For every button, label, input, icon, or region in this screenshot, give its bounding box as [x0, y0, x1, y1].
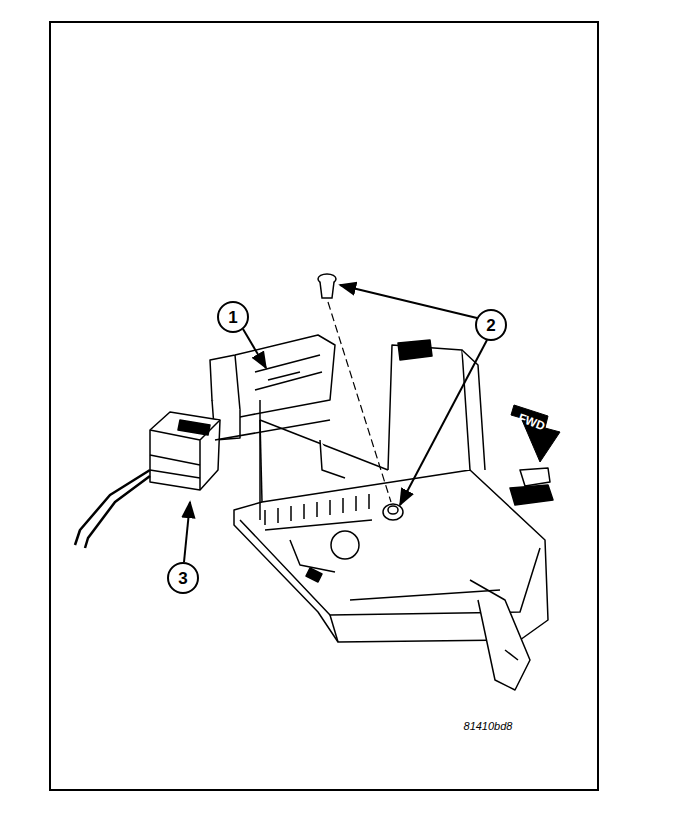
bracket-drawing	[210, 335, 335, 520]
forward-arrow	[511, 405, 560, 462]
callout-circle	[168, 563, 198, 593]
screw-drawing	[318, 274, 403, 520]
leader-line	[184, 285, 487, 562]
callout-circle	[218, 302, 248, 332]
callout-number: 1	[228, 309, 237, 326]
figure-id: 81410bd8	[464, 721, 513, 732]
callout-number: 3	[178, 570, 187, 587]
callout-circle	[476, 310, 506, 340]
frame	[50, 22, 598, 790]
callout-number: 2	[486, 317, 495, 334]
module-drawing	[75, 412, 330, 548]
install-axis	[328, 302, 391, 502]
